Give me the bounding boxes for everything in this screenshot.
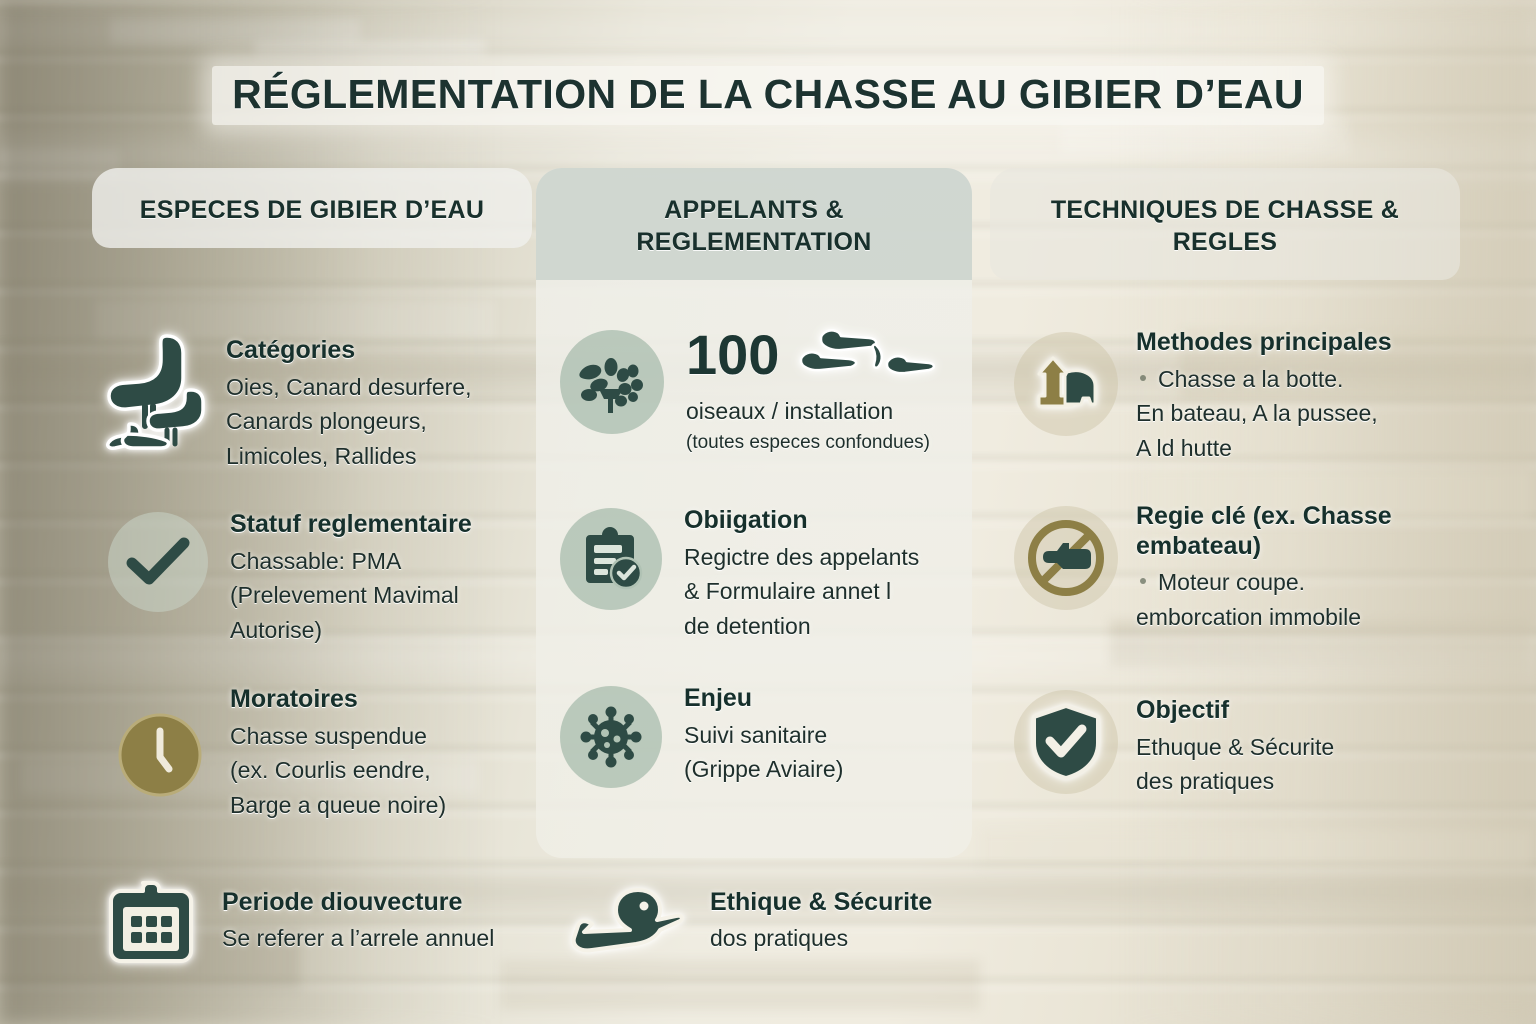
item-text: Methodes principales Chasse a la botte. … bbox=[1132, 326, 1392, 466]
list-item[interactable]: Methodes principales Chasse a la botte. … bbox=[1014, 326, 1460, 466]
icon-container bbox=[560, 330, 664, 434]
item-line: Canards plongeurs, bbox=[226, 408, 427, 435]
page-title: RÉGLEMENTATION DE LA CHASSE AU GIBIER D’… bbox=[212, 66, 1324, 125]
item-line: dos pratiques bbox=[710, 925, 849, 952]
item-title: Statuf reglementaire bbox=[230, 510, 472, 538]
item-text: Objectif Ethuque & Sécurite des pratique… bbox=[1132, 686, 1334, 799]
item-line: (ex. Courlis eendre, bbox=[230, 757, 431, 784]
item-text: Statuf reglementaire Chassable: PMA (Pre… bbox=[226, 506, 472, 648]
item-text: Periode diouvecture Se referer a l’arrel… bbox=[202, 888, 494, 956]
list-item[interactable]: Objectif Ethuque & Sécurite des pratique… bbox=[1014, 686, 1460, 799]
icon-container bbox=[568, 872, 698, 972]
list-item[interactable]: Regie clé (ex. Chasse embateau) Moteur c… bbox=[1014, 500, 1460, 635]
item-title: Catégories bbox=[226, 336, 356, 364]
item-line: Regictre des appelants bbox=[684, 543, 920, 570]
item-line: Oies, Canard desurfere, bbox=[226, 373, 472, 400]
item-line: En bateau, A la pussee, bbox=[1136, 400, 1378, 427]
list-item[interactable]: Catégories Oies, Canard desurfere, Canar… bbox=[100, 328, 532, 474]
item-line: Ethuque & Sécurite bbox=[1136, 733, 1335, 760]
icon-container bbox=[560, 508, 662, 610]
decoy-limit-number: 100 bbox=[686, 323, 780, 386]
item-line: oiseaux / installation bbox=[686, 398, 894, 424]
item-text: Moratoires Chasse suspendue (ex. Courlis… bbox=[226, 681, 446, 823]
column-heading-text: ESPECES DE GIBIER D’EAU bbox=[139, 196, 485, 224]
list-item[interactable]: Moratoires Chasse suspendue (ex. Courlis… bbox=[100, 681, 532, 823]
item-line: (Grippe Aviaire) bbox=[684, 756, 844, 783]
list-item[interactable]: Statuf reglementaire Chassable: PMA (Pre… bbox=[100, 506, 532, 648]
item-line: des pratiques bbox=[1136, 768, 1275, 795]
clock-icon bbox=[118, 713, 202, 797]
item-title: Periode diouvecture bbox=[222, 887, 463, 916]
item-line: Suivi sanitaire bbox=[684, 721, 828, 748]
duck-icon bbox=[571, 888, 685, 953]
icon-container bbox=[108, 512, 208, 612]
icon-container bbox=[100, 872, 202, 972]
item-text: 100 oiseaux / installation bbox=[682, 323, 936, 458]
item-text: Catégories Oies, Canard desurfere, Canar… bbox=[222, 328, 471, 474]
column-header-techniques: TECHNIQUES DE CHASSE & REGLES bbox=[990, 168, 1460, 280]
item-line: Barge a queue noire) bbox=[230, 792, 447, 819]
waterfowl-birds-icon bbox=[106, 334, 205, 450]
flying-birds-icon bbox=[800, 329, 936, 375]
list-item[interactable]: Periode diouvecture Se referer a l’arrel… bbox=[100, 872, 570, 972]
item-text: Regie clé (ex. Chasse embateau) Moteur c… bbox=[1132, 500, 1460, 635]
footer-row: Periode diouvecture Se referer a l’arrel… bbox=[0, 872, 1536, 992]
item-note: (toutes especes confondues) bbox=[686, 431, 930, 453]
item-title: Regie clé (ex. Chasse embateau) bbox=[1136, 502, 1392, 560]
icon-container bbox=[560, 686, 662, 788]
calendar-icon bbox=[109, 881, 193, 963]
item-line: & Formulaire annet l bbox=[684, 578, 892, 605]
item-line: emborcation immobile bbox=[1136, 603, 1361, 630]
item-text: Enjeu Suivi sanitaire (Grippe Aviaire) bbox=[680, 682, 843, 787]
virus-icon bbox=[580, 706, 642, 768]
list-item[interactable]: Obiigation Regictre des appelants & Form… bbox=[560, 504, 980, 644]
list-item[interactable]: Enjeu Suivi sanitaire (Grippe Aviaire) bbox=[560, 682, 980, 788]
column-heading-text: TECHNIQUES DE CHASSE & REGLES bbox=[1050, 196, 1400, 256]
decoy-limit-row: 100 bbox=[686, 323, 936, 386]
item-line: Chasse suspendue bbox=[230, 722, 427, 749]
page-title-wrapper: RÉGLEMENTATION DE LA CHASSE AU GIBIER D’… bbox=[0, 66, 1536, 125]
column-header-appelants: APPELANTS & REGLEMENTATION bbox=[536, 168, 972, 280]
icon-container bbox=[1014, 506, 1118, 610]
column-header-especes: ESPECES DE GIBIER D’EAU bbox=[92, 168, 532, 248]
icon-container bbox=[108, 703, 212, 807]
item-title: Ethique & Sécurite bbox=[710, 887, 933, 916]
item-bullet: Chasse a la botte. bbox=[1136, 362, 1392, 397]
columns-container: ESPECES DE GIBIER D’EAU bbox=[0, 168, 1536, 868]
icon-container bbox=[1014, 332, 1118, 436]
list-item[interactable]: Ethique & Sécurite dos pratiques bbox=[568, 872, 1008, 972]
shield-check-icon bbox=[1032, 704, 1100, 780]
item-title: Moratoires bbox=[230, 685, 358, 713]
item-title: Methodes principales bbox=[1136, 328, 1392, 356]
list-item[interactable]: 100 oiseaux / installation bbox=[560, 326, 980, 458]
item-line: A ld hutte bbox=[1136, 435, 1232, 462]
item-text: Obiigation Regictre des appelants & Form… bbox=[680, 504, 919, 644]
item-line: Autorise) bbox=[230, 617, 323, 644]
item-title: Enjeu bbox=[684, 684, 753, 712]
item-line: Chassable: PMA bbox=[230, 547, 402, 574]
icon-container bbox=[100, 328, 222, 458]
item-line: (Prelevement Mavimal bbox=[230, 582, 459, 609]
check-mark-icon bbox=[126, 537, 190, 585]
clipboard-check-icon bbox=[586, 527, 643, 590]
item-line: de detention bbox=[684, 613, 811, 640]
item-title: Objectif bbox=[1136, 696, 1230, 724]
no-motor-icon bbox=[1028, 520, 1104, 596]
item-title: Obiigation bbox=[684, 506, 808, 534]
item-line: Limicoles, Rallides bbox=[226, 443, 417, 470]
hunting-blind-icon bbox=[1037, 356, 1097, 408]
item-text: Ethique & Sécurite dos pratiques bbox=[698, 888, 932, 956]
item-line: Se referer a l’arrele annuel bbox=[222, 925, 495, 952]
decoys-icon bbox=[579, 358, 643, 413]
icon-container bbox=[1014, 690, 1118, 794]
column-heading-text: APPELANTS & REGLEMENTATION bbox=[636, 196, 872, 256]
item-bullet: Moteur coupe. bbox=[1136, 565, 1460, 600]
